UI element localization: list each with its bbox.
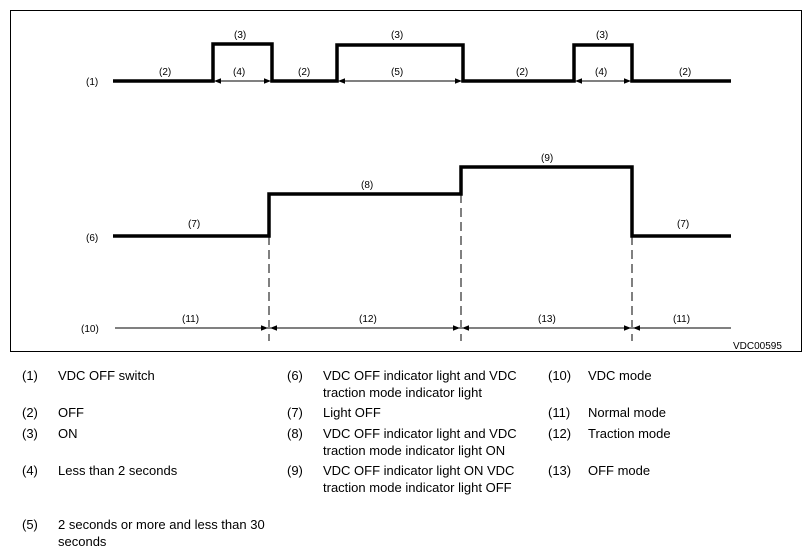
legend-text: VDC mode [588,368,652,383]
label-3a: (3) [234,30,246,41]
legend-text: OFF [58,405,84,420]
label-10: (10) [81,324,99,335]
legend-text: Traction mode [588,426,671,441]
label-6: (6) [86,233,98,244]
label-11b: (11) [673,314,690,325]
legend-num: (10) [548,368,572,383]
legend-num: (3) [22,426,38,441]
legend-num: (13) [548,463,572,478]
legend-num: (6) [287,368,303,383]
indicator-waveform [113,165,731,238]
label-9: (9) [541,153,553,164]
diagram-code: VDC00595 [733,341,782,352]
label-5: (5) [391,67,403,78]
label-12: (12) [359,314,377,325]
legend-text: Normal mode [588,405,667,420]
label-4b: (4) [595,67,607,78]
switch-waveform [113,42,731,83]
label-7a: (7) [188,219,200,230]
legend-text: VDC OFF indicator light and VDC traction… [323,426,517,458]
label-2d: (2) [679,67,691,78]
label-11a: (11) [182,314,199,325]
label-2b: (2) [298,67,310,78]
label-8: (8) [361,180,373,191]
timing-diagram: (1) (2) (3) (4) (2) (3) (5) (2) (3) (4) … [81,30,782,352]
legend-num: (12) [548,426,572,441]
legend-num: (5) [22,517,38,532]
label-3b: (3) [391,30,403,41]
label-4a: (4) [233,67,245,78]
label-1: (1) [86,77,98,88]
legend-num: (11) [548,405,571,420]
legend-num: (9) [287,463,303,478]
label-13: (13) [538,314,556,325]
label-2c: (2) [516,67,528,78]
legend-text: Light OFF [323,405,381,420]
legend-text: ON [58,426,78,441]
label-2a: (2) [159,67,171,78]
legend-text: OFF mode [588,463,651,478]
legend-text: VDC OFF indicator light and VDC traction… [323,368,517,400]
legend-text: 2 seconds or more and less than 30 secon… [58,517,265,549]
label-7b: (7) [677,219,689,230]
legend-text: Less than 2 seconds [58,463,178,478]
legend-num: (7) [287,405,303,420]
legend-num: (8) [287,426,303,441]
legend-text: VDC OFF switch [58,368,155,383]
timing-diagram-frame: (1) (2) (3) (4) (2) (3) (5) (2) (3) (4) … [10,10,802,352]
legend-text: VDC OFF indicator light ON VDC traction … [323,463,515,495]
legend-num: (1) [22,368,38,383]
label-3c: (3) [596,30,608,41]
legend-num: (4) [22,463,38,478]
legend-num: (2) [22,405,38,420]
